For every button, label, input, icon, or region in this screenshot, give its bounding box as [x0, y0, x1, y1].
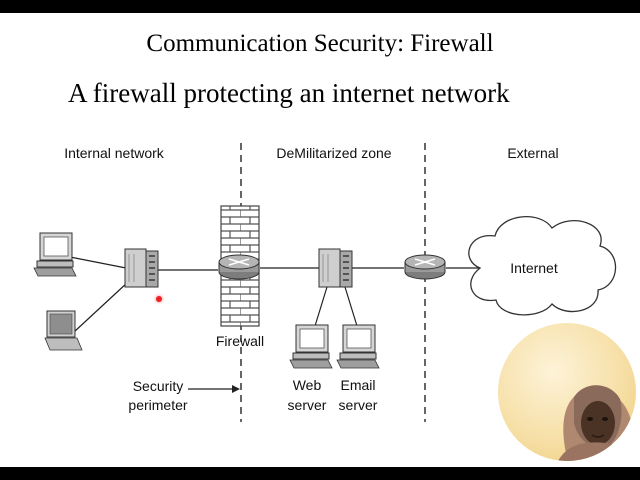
webcam-overlay	[498, 323, 636, 461]
external-router-icon	[404, 254, 446, 280]
network-links	[69, 256, 484, 333]
firewall-label: Firewall	[216, 333, 264, 349]
pointer-dot	[156, 296, 162, 302]
zone-label-internal: Internal network	[64, 145, 165, 161]
security-perimeter-label-line1: Security	[133, 378, 184, 394]
arrow-right-icon	[188, 385, 240, 393]
slide-title: Communication Security: Firewall	[146, 30, 494, 57]
firewall-router-icon	[218, 254, 260, 280]
internet-cloud-icon	[468, 216, 617, 316]
internal-switch-icon	[124, 248, 159, 288]
desktop-computer-icon	[33, 232, 77, 277]
laptop-icon	[44, 310, 83, 351]
presenter-avatar-icon	[558, 385, 636, 461]
zone-label-external: External	[507, 145, 558, 161]
slide-subtitle: A firewall protecting an internet networ…	[68, 78, 510, 108]
web-server-icon	[289, 324, 333, 369]
web-server-label-line1: Web	[293, 377, 322, 393]
slide: Communication Security: Firewall A firew…	[0, 13, 640, 467]
email-server-icon	[336, 324, 380, 369]
email-server-label-line2: server	[339, 397, 378, 413]
zone-label-dmz: DeMilitarized zone	[276, 145, 391, 161]
security-perimeter-label-line2: perimeter	[128, 397, 187, 413]
web-server-label-line2: server	[288, 397, 327, 413]
dmz-switch-icon	[318, 248, 353, 288]
internet-label: Internet	[510, 260, 558, 276]
email-server-label-line1: Email	[340, 377, 375, 393]
network-diagram: Internal network DeMilitarized zone Exte…	[33, 143, 617, 422]
